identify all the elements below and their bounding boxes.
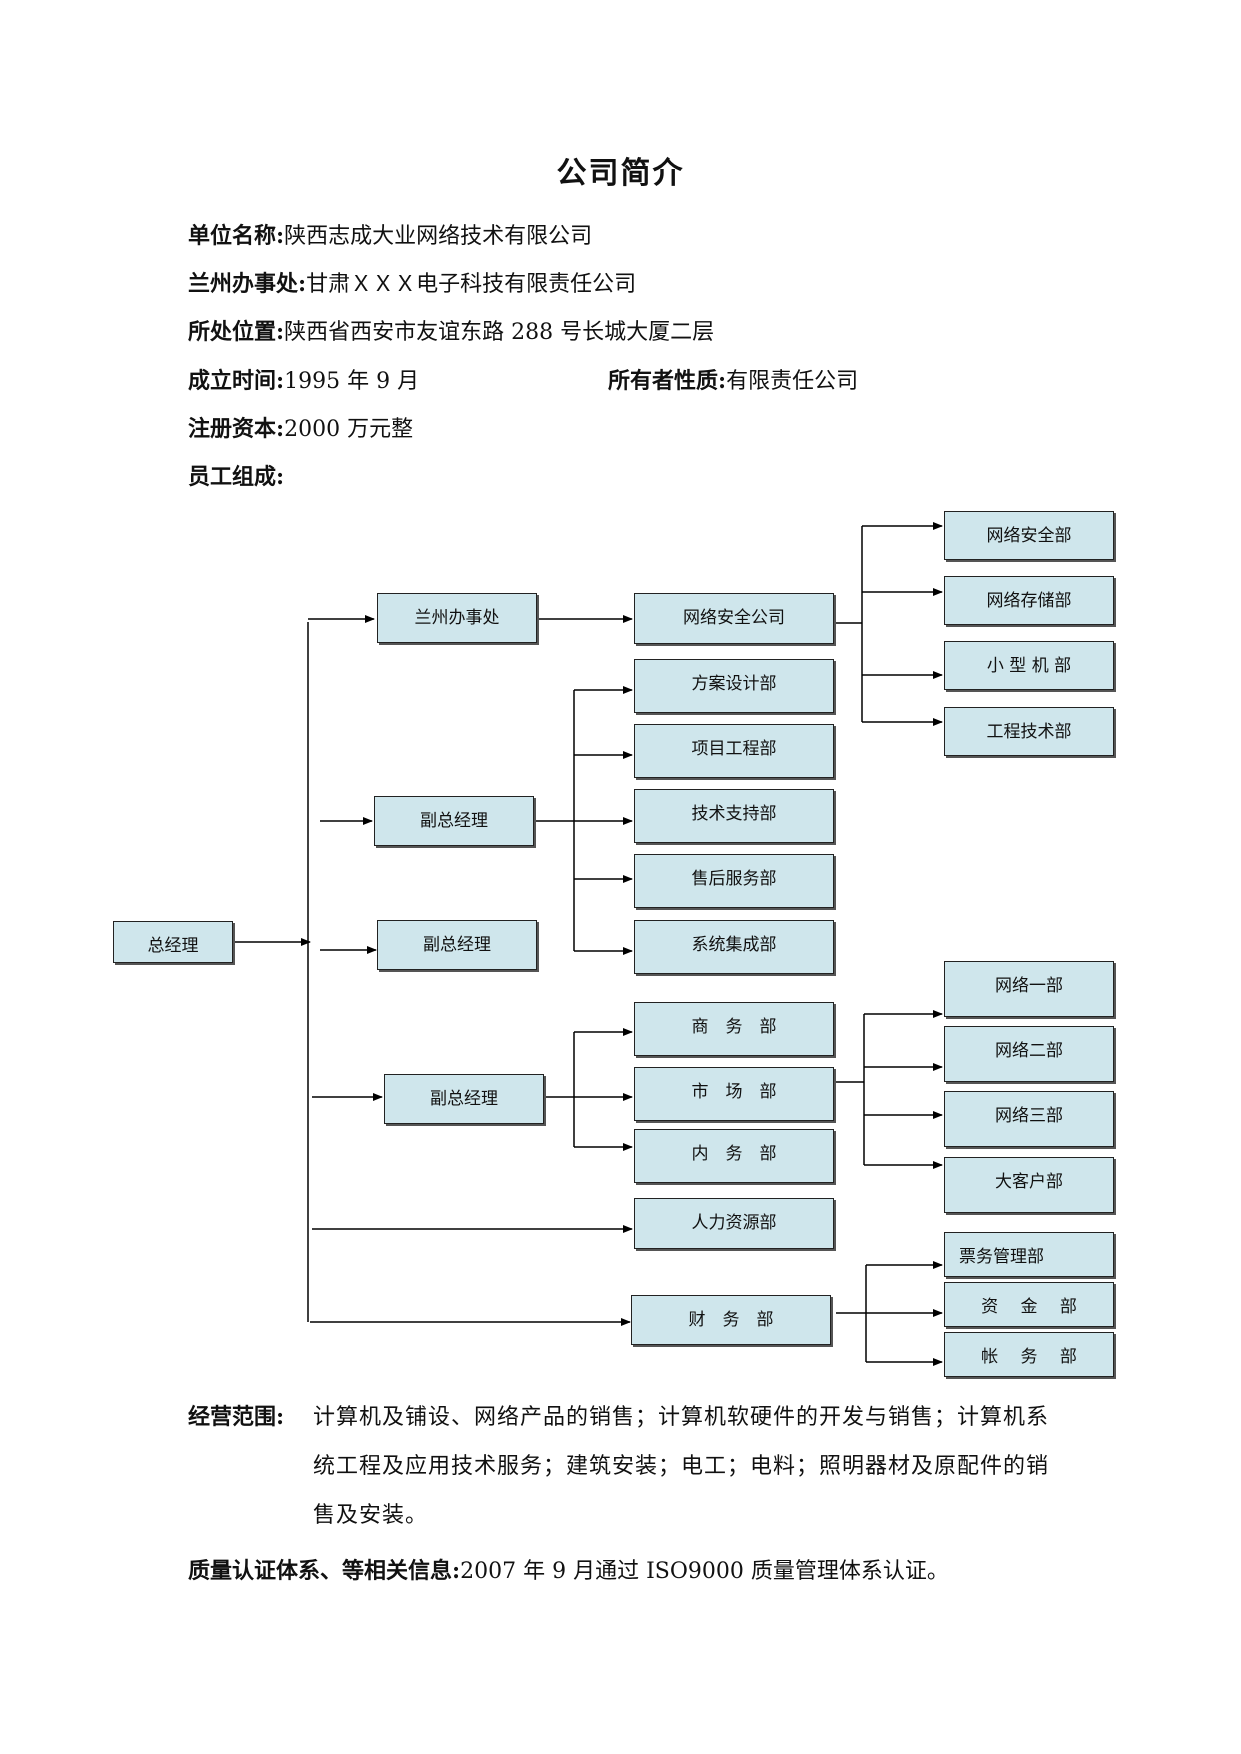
scope-label: 经营范围: bbox=[188, 1404, 285, 1430]
org-box-gm: 总经理 bbox=[113, 921, 233, 963]
location-row: 所处位置:陕西省西安市友谊东路 288 号长城大厦二层 bbox=[188, 314, 714, 346]
org-box-net-security-company: 网络安全公司 bbox=[634, 593, 834, 644]
unit-name-row: 单位名称:陕西志成大业网络技术有限公司 bbox=[188, 218, 592, 250]
org-box-market-dept: 市 场 部 bbox=[634, 1067, 834, 1121]
org-box-ticket-mgmt-dept: 票务管理部 bbox=[944, 1232, 1114, 1277]
founded-value: 1995 年 9 月 bbox=[284, 369, 420, 394]
location-label: 所处位置: bbox=[188, 319, 285, 345]
quality-text: 2007 年 9 月通过 ISO9000 质量管理体系认证。 bbox=[460, 1559, 949, 1584]
ownership-label: 所有者性质: bbox=[608, 368, 727, 394]
org-box-internal-dept: 内 务 部 bbox=[634, 1129, 834, 1183]
founded-row: 成立时间:1995 年 9 月 bbox=[188, 363, 419, 395]
quality-label: 质量认证体系、等相关信息: bbox=[188, 1558, 461, 1584]
org-box-network-2: 网络二部 bbox=[944, 1026, 1114, 1082]
org-box-project-eng-dept: 项目工程部 bbox=[634, 724, 834, 778]
org-box-deputy-gm-1: 副总经理 bbox=[374, 796, 534, 846]
org-box-accounts-dept: 帐 务 部 bbox=[944, 1332, 1114, 1377]
ownership-value: 有限责任公司 bbox=[726, 369, 859, 394]
staff-label: 员工组成: bbox=[188, 464, 285, 490]
org-box-minicomputer-dept: 小 型 机 部 bbox=[944, 641, 1114, 690]
scope-section: 经营范围: 计算机及铺设、网络产品的销售；计算机软硬件的开发与销售；计算机系统工… bbox=[188, 1393, 1068, 1540]
org-box-network-1: 网络一部 bbox=[944, 961, 1114, 1017]
unit-name-label: 单位名称: bbox=[188, 223, 285, 249]
org-box-key-account-dept: 大客户部 bbox=[944, 1157, 1114, 1213]
org-box-tech-support-dept: 技术支持部 bbox=[634, 789, 834, 843]
lanzhou-row: 兰州办事处:甘肃ＸＸＸ电子科技有限责任公司 bbox=[188, 266, 636, 298]
staff-row: 员工组成: bbox=[188, 459, 284, 491]
org-box-net-storage-dept: 网络存储部 bbox=[944, 576, 1114, 625]
org-box-hr-dept: 人力资源部 bbox=[634, 1198, 834, 1249]
capital-row: 注册资本:2000 万元整 bbox=[188, 411, 413, 443]
org-box-deputy-gm-3: 副总经理 bbox=[384, 1074, 544, 1124]
org-box-network-3: 网络三部 bbox=[944, 1091, 1114, 1147]
lanzhou-label: 兰州办事处: bbox=[188, 271, 307, 297]
org-box-business-dept: 商 务 部 bbox=[634, 1002, 834, 1056]
org-box-funds-dept: 资 金 部 bbox=[944, 1282, 1114, 1327]
org-box-system-integration-dept: 系统集成部 bbox=[634, 920, 834, 974]
org-box-after-sales-dept: 售后服务部 bbox=[634, 854, 834, 908]
lanzhou-value: 甘肃ＸＸＸ电子科技有限责任公司 bbox=[306, 272, 637, 297]
founded-label: 成立时间: bbox=[188, 368, 285, 394]
org-box-finance-dept: 财 务 部 bbox=[631, 1295, 831, 1345]
org-box-deputy-gm-2: 副总经理 bbox=[377, 920, 537, 970]
capital-value: 2000 万元整 bbox=[284, 417, 414, 442]
scope-text: 计算机及铺设、网络产品的销售；计算机软硬件的开发与销售；计算机系统工程及应用技术… bbox=[313, 1405, 1050, 1528]
org-box-net-security-dept: 网络安全部 bbox=[944, 511, 1114, 560]
org-box-solution-design-dept: 方案设计部 bbox=[634, 659, 834, 713]
quality-row: 质量认证体系、等相关信息:2007 年 9 月通过 ISO9000 质量管理体系… bbox=[188, 1553, 949, 1585]
capital-label: 注册资本: bbox=[188, 416, 285, 442]
ownership-row: 所有者性质:有限责任公司 bbox=[608, 363, 858, 395]
location-value: 陕西省西安市友谊东路 288 号长城大厦二层 bbox=[284, 320, 715, 345]
org-box-engineering-tech-dept: 工程技术部 bbox=[944, 707, 1114, 756]
unit-name-value: 陕西志成大业网络技术有限公司 bbox=[284, 224, 593, 249]
page-title: 公司简介 bbox=[556, 156, 685, 191]
org-box-lanzhou-office: 兰州办事处 bbox=[377, 593, 537, 643]
